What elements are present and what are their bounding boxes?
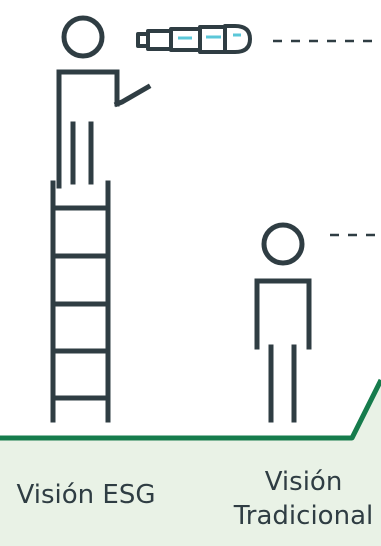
traditional-person-body [257, 281, 309, 347]
traditional-person-figure [257, 225, 309, 420]
ladder [53, 183, 108, 420]
esg-vision-caption: Visión ESG [0, 478, 172, 512]
esg-person-figure [59, 18, 148, 186]
ground-line [0, 380, 381, 438]
traditional-person-head [264, 225, 302, 263]
traditional-vision-caption-line2: Tradicional [226, 499, 381, 533]
traditional-vision-caption-line1: Visión [226, 465, 381, 499]
esg-person-arm [117, 87, 148, 104]
telescope-icon [138, 26, 250, 52]
traditional-vision-caption: Visión Tradicional [226, 465, 381, 533]
esg-person-head [64, 18, 102, 56]
esg-person-body [59, 72, 117, 186]
